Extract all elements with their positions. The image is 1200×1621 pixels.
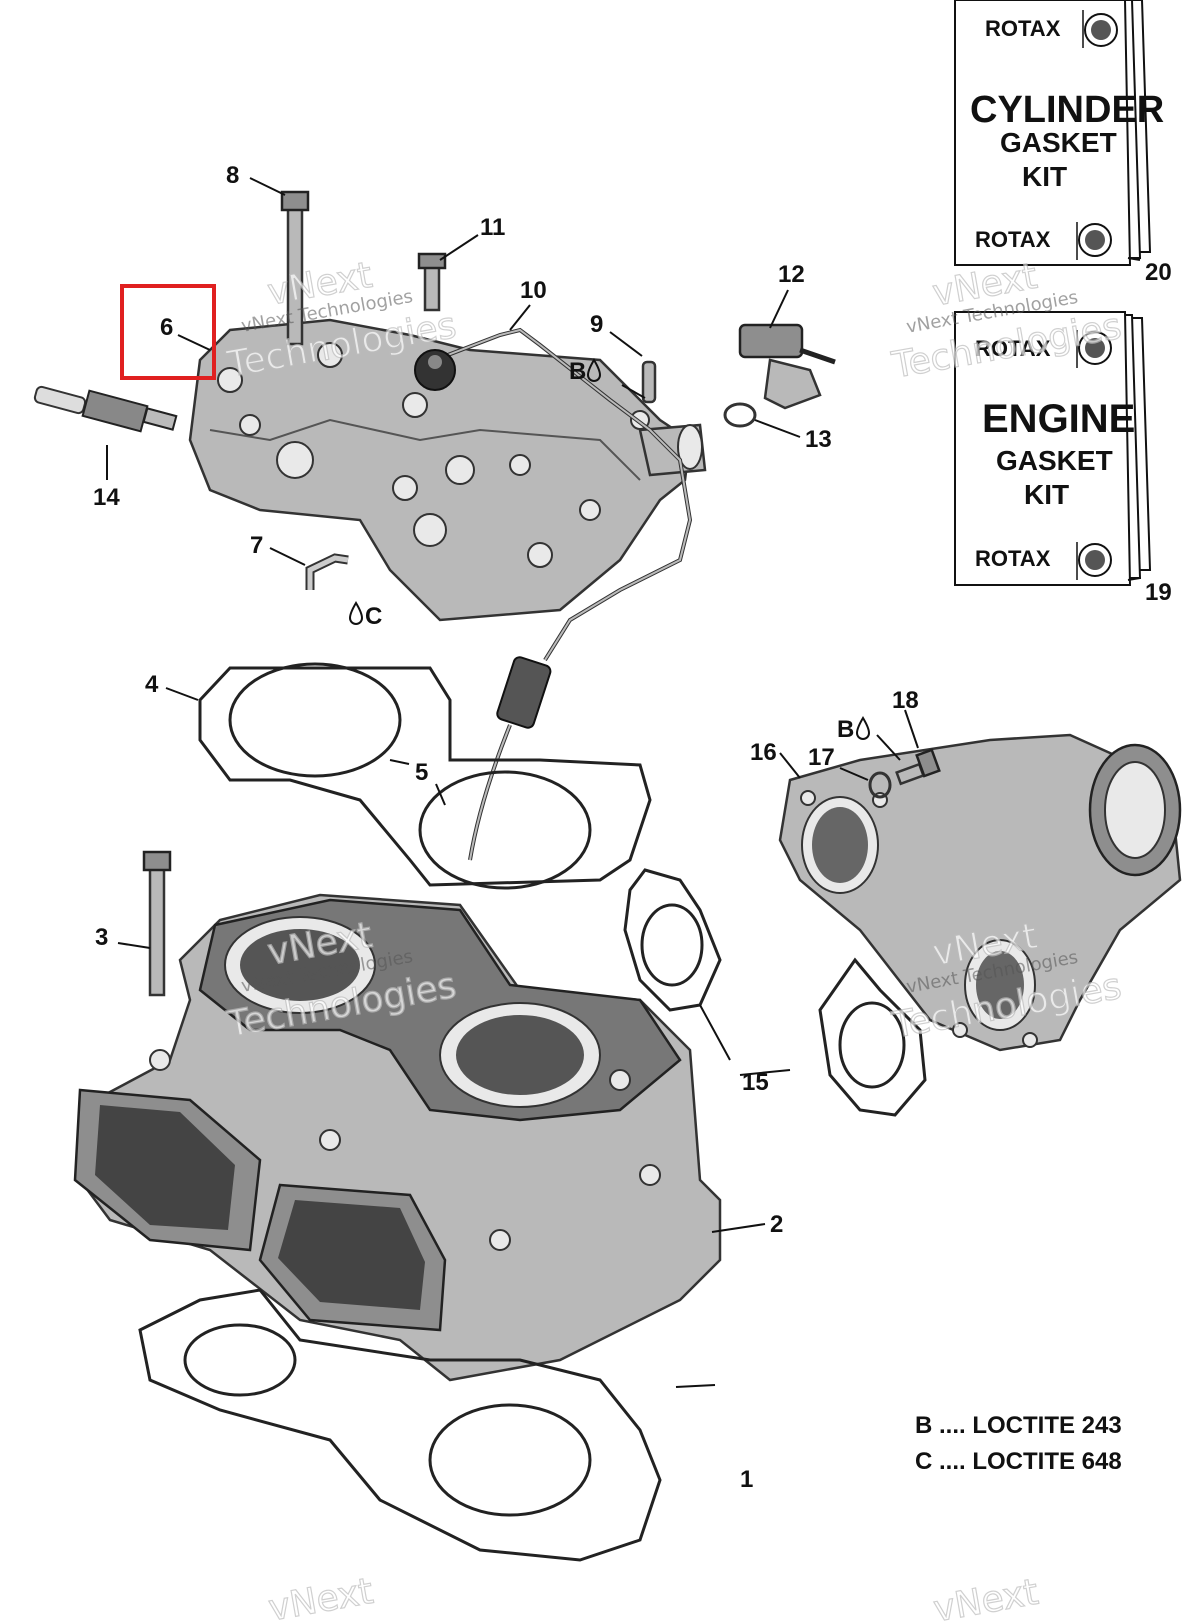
exhaust-manifold [778, 733, 1182, 1052]
callout-2: 2 [770, 1211, 783, 1238]
kit-line3: KIT [1024, 479, 1069, 510]
callout-12: 12 [778, 261, 805, 288]
watermark-line1: vNext [931, 1572, 1042, 1621]
marker-letter: B [569, 358, 586, 385]
exhaust-gasket [818, 957, 927, 1117]
callout-18: 18 [892, 687, 919, 714]
base-gasket [138, 1288, 662, 1562]
callout-16: 16 [750, 739, 777, 766]
drop-icon [855, 716, 871, 740]
callout-15: 15 [742, 1069, 769, 1096]
temperature-sensor [738, 323, 836, 410]
watermark-line1: vNext [266, 1571, 377, 1621]
knock-sensor [414, 327, 693, 861]
callout-13: 13 [805, 426, 832, 453]
watermark: vNext [930, 1571, 1042, 1621]
head-gasket-seal [198, 666, 652, 887]
base-gasket-bore [183, 1323, 297, 1397]
callout-5: 5 [415, 759, 428, 786]
callout-3: 3 [95, 924, 108, 951]
exhaust-gasket-bore [838, 1001, 906, 1089]
callout-4: 4 [145, 671, 159, 698]
adhesive-legend: B .... LOCTITE 243 C .... LOCTITE 648 [915, 1412, 1122, 1475]
drop-icon [586, 358, 602, 382]
marker-letter: B [837, 716, 854, 743]
kit-line2: GASKET [1000, 127, 1117, 158]
brp-logo-icon [1078, 331, 1112, 365]
cylinder-head-bolt [417, 252, 447, 312]
marker-letter: C [365, 603, 382, 630]
cylinder-head-stud [280, 190, 310, 346]
kit-line3: KIT [1022, 161, 1067, 192]
kit-title: CYLINDER [970, 89, 1164, 131]
cylinder-block [73, 893, 722, 1382]
combustion-o-ring [418, 770, 592, 890]
dowel-pin [641, 360, 657, 404]
leader-lines [106, 177, 1141, 1388]
callout-6: 6 [160, 314, 173, 341]
o-ring [723, 402, 757, 428]
base-gasket-bore [428, 1403, 592, 1517]
spark-plug [33, 385, 178, 433]
manifold-screw [895, 748, 941, 786]
cylinder-gasket-kit: ROTAX CYLINDER GASKET KIT ROTAX [954, 0, 1164, 266]
callout-10: 10 [520, 277, 547, 304]
drop-icon [348, 601, 364, 625]
exhaust-gasket-bore [640, 903, 704, 987]
cylinder-stud [142, 850, 172, 997]
kit-title: ENGINE [982, 397, 1135, 441]
brp-logo-icon [1078, 543, 1112, 577]
kit-brand-top: ROTAX [985, 16, 1061, 41]
kit-brand-bottom: ROTAX [975, 546, 1051, 571]
callout-1: 1 [740, 1466, 753, 1493]
callout-20: 20 [1145, 259, 1172, 286]
exhaust-gasket [623, 868, 722, 1012]
washer [868, 771, 892, 799]
legend-b: B .... LOCTITE 243 [915, 1412, 1122, 1439]
callout-labels: 1 2 3 4 5 6 7 8 9 10 11 12 13 14 15 16 1… [93, 162, 1172, 1493]
brp-logo-icon [1078, 223, 1112, 257]
adhesive-marker-b-17: B [837, 716, 871, 743]
callout-8: 8 [226, 162, 239, 189]
adhesive-marker-b-9: B [569, 358, 602, 385]
callout-14: 14 [93, 484, 120, 511]
kit-brand-bottom: ROTAX [975, 227, 1051, 252]
callout-19: 19 [1145, 579, 1172, 606]
callout-17: 17 [808, 744, 835, 771]
legend-c: C .... LOCTITE 648 [915, 1448, 1122, 1475]
highlight-box [120, 284, 216, 380]
engine-gasket-kit: ROTAX ENGINE GASKET KIT ROTAX [954, 311, 1152, 586]
callout-7: 7 [250, 532, 263, 559]
watermark: vNext [265, 1570, 377, 1621]
elbow-fitting [305, 553, 349, 590]
callout-11: 11 [480, 214, 505, 241]
adhesive-marker-c-7: C [348, 601, 382, 630]
callout-9: 9 [590, 311, 603, 338]
combustion-o-ring [228, 662, 402, 778]
kit-brand-top: ROTAX [975, 336, 1051, 361]
brp-logo-icon [1084, 13, 1118, 47]
kit-line2: GASKET [996, 445, 1113, 476]
